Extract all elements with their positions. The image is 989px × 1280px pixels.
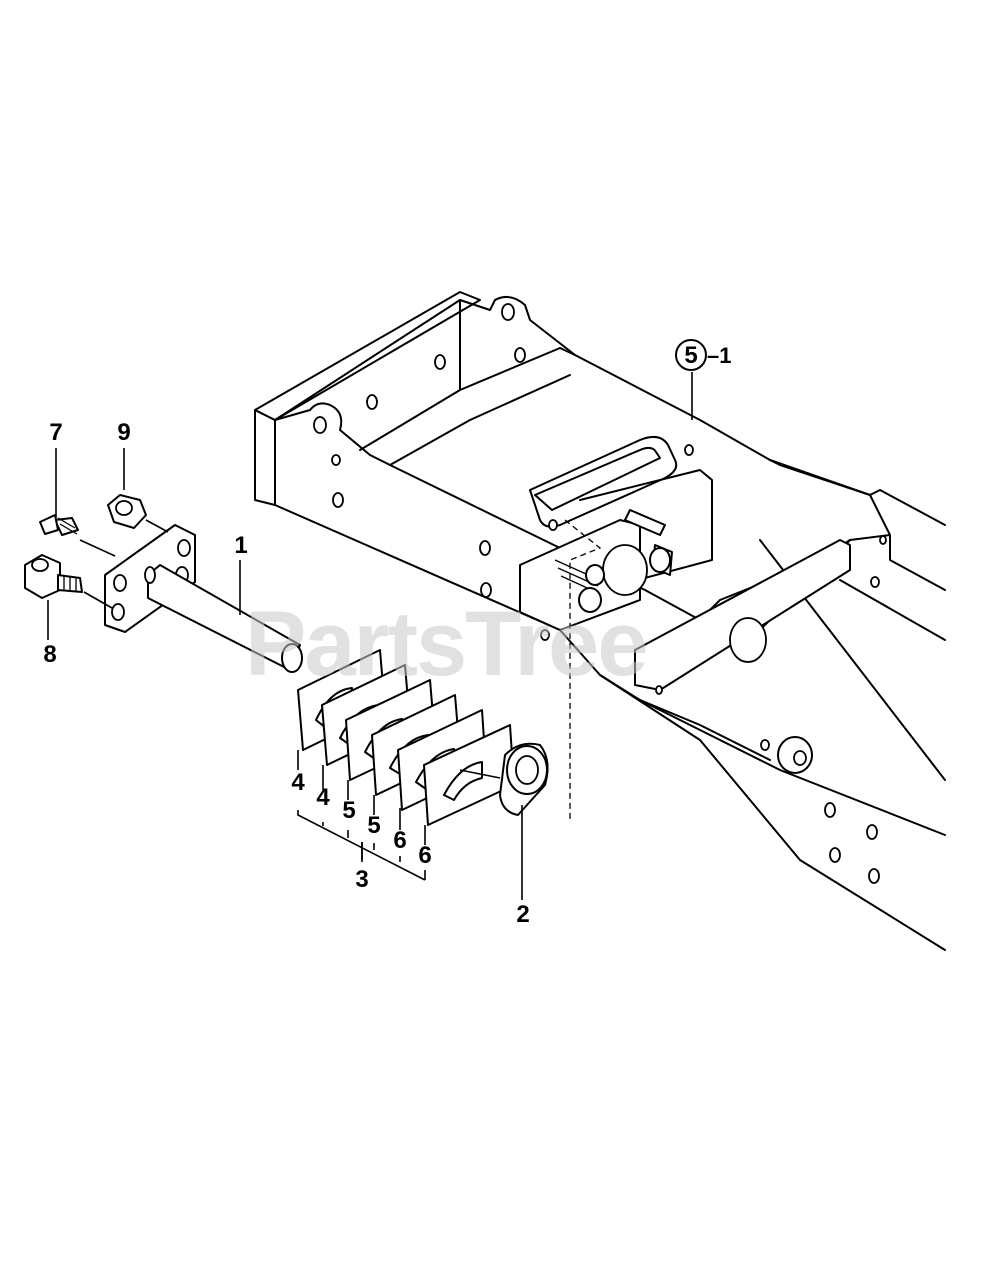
- part-1-shaft: [104, 524, 303, 673]
- callout-5a: 5: [342, 797, 355, 824]
- main-frame: [254, 291, 946, 951]
- callout-7: 7: [49, 419, 62, 446]
- callout-9: 9: [117, 419, 130, 446]
- callout-4a: 4: [291, 769, 305, 796]
- callout-2: 2: [516, 901, 529, 928]
- part-9-nut: [107, 494, 169, 533]
- callout-5-suffix: –1: [707, 343, 731, 368]
- watermark: PartsTree: [245, 593, 646, 695]
- callout-3: 3: [355, 866, 368, 893]
- callout-6b: 6: [418, 842, 431, 869]
- frame-bolt-upper: [624, 509, 673, 576]
- callout-4b: 4: [316, 784, 330, 811]
- callout-8: 8: [43, 641, 56, 668]
- leader-lines: [47, 372, 693, 900]
- part-3-shim-stack: [297, 649, 515, 881]
- callout-1: 1: [234, 532, 247, 559]
- callout-5-circled: 5: [684, 342, 697, 369]
- part-7-grease-fitting: [39, 514, 116, 557]
- callout-6a: 6: [393, 827, 406, 854]
- part-8-bolt: [24, 554, 113, 609]
- callouts: 1 2 3 4 4 5 5 6 6 7 8 9 5 –1: [43, 339, 731, 928]
- callout-5-circle: [675, 339, 707, 371]
- callout-5b: 5: [367, 812, 380, 839]
- part-2-bushing: [499, 742, 549, 816]
- frame-bolt-lower: [554, 559, 605, 613]
